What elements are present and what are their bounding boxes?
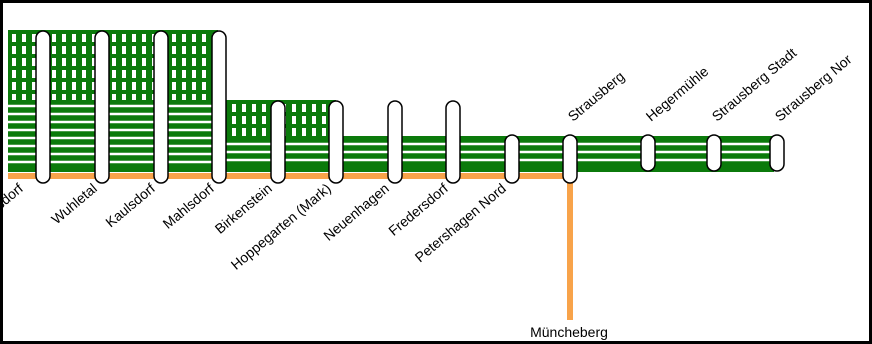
station-marker-hegermuehle[interactable] — [640, 134, 656, 172]
route-diagram-svg: sdorf Wuhletal Kaulsdorf Mahlsdorf Birke… — [3, 30, 855, 340]
station-label[interactable]: Strausberg — [565, 68, 628, 124]
station-marker-petershagen[interactable] — [445, 100, 461, 184]
station-markers — [35, 30, 785, 184]
station-marker-strausberg-stadt[interactable] — [706, 134, 722, 172]
station-label[interactable]: Hoppegarten (Mark) — [228, 180, 334, 273]
station-label[interactable]: Mahlsdorf — [160, 180, 217, 232]
station-marker-wuhletal[interactable] — [35, 30, 51, 184]
station-marker-neuenhagen[interactable] — [328, 100, 344, 184]
station-marker-mahlsdorf[interactable] — [153, 30, 169, 184]
station-label[interactable]: sdorf — [3, 180, 26, 212]
station-marker-strausberg-nord[interactable] — [769, 134, 785, 172]
station-label[interactable]: Wuhletal — [48, 180, 100, 227]
station-label[interactable]: Kaulsdorf — [102, 180, 158, 230]
station-marker-kaulsdorf[interactable] — [94, 30, 110, 184]
station-label[interactable]: Hegermühle — [643, 63, 712, 124]
branch-terminus-label[interactable]: Müncheberg — [530, 324, 608, 340]
station-marker-strausberg[interactable] — [562, 134, 578, 184]
station-marker-fredersdorf[interactable] — [387, 100, 403, 184]
station-marker-hoppegarten[interactable] — [270, 100, 286, 184]
station-marker-birkenstein[interactable] — [211, 30, 227, 184]
station-marker-birkenstein2[interactable] — [504, 134, 520, 184]
